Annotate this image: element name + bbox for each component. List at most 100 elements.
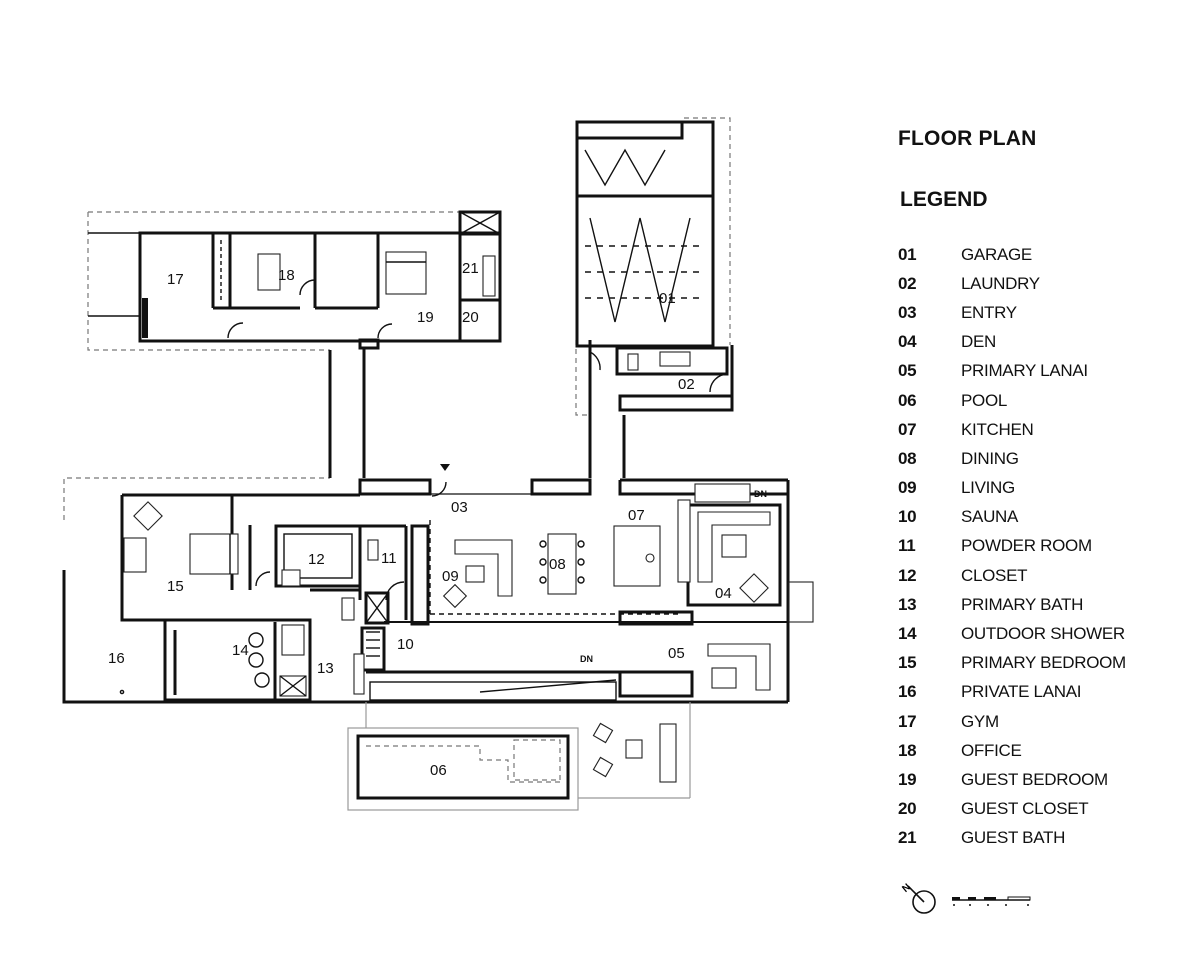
legend-number: 03 bbox=[898, 302, 917, 322]
room-label-12: 12 bbox=[308, 551, 325, 568]
legend-number: 15 bbox=[898, 653, 917, 673]
room-label-17: 17 bbox=[167, 271, 184, 288]
legend-item: 04 DEN bbox=[898, 328, 1126, 357]
legend-room-name: OUTDOOR SHOWER bbox=[961, 624, 1125, 644]
pool bbox=[347, 702, 691, 811]
legend-room-name: GUEST CLOSET bbox=[961, 799, 1089, 819]
legend-number: 10 bbox=[898, 507, 917, 527]
legend-item: 12 CLOSET bbox=[898, 561, 1126, 590]
legend-item: 08 DINING bbox=[898, 444, 1126, 473]
legend-number: 04 bbox=[898, 332, 917, 352]
legend-room-name: LAUNDRY bbox=[961, 273, 1040, 293]
room-label-15: 15 bbox=[167, 578, 184, 595]
room-label-11: 11 bbox=[381, 550, 397, 567]
legend-number: 16 bbox=[898, 682, 917, 702]
scale-bar-icon bbox=[952, 896, 1031, 906]
stair-down-label-lanai: DN bbox=[580, 654, 593, 664]
legend-panel: FLOOR PLAN LEGEND 01 GARAGE 02 LAUNDRY 03 E… bbox=[898, 0, 1188, 974]
legend-item: 16 PRIVATE LANAI bbox=[898, 678, 1126, 707]
room-label-20: 20 bbox=[462, 309, 479, 326]
legend-item: 10 SAUNA bbox=[898, 503, 1126, 532]
legend-number: 13 bbox=[898, 594, 917, 614]
room-label-19: 19 bbox=[417, 309, 434, 326]
legend-room-name: PRIMARY BEDROOM bbox=[961, 653, 1126, 673]
legend-room-name: PRIMARY LANAI bbox=[961, 361, 1088, 381]
room-label-21: 21 bbox=[462, 260, 479, 277]
stair-down-label-kitchen: DN bbox=[754, 489, 767, 499]
legend-room-name: DINING bbox=[961, 448, 1019, 468]
legend-item: 09 LIVING bbox=[898, 474, 1126, 503]
legend-room-name: LIVING bbox=[961, 478, 1015, 498]
legend-room-name: GUEST BATH bbox=[961, 828, 1066, 848]
legend-room-name: PRIVATE LANAI bbox=[961, 682, 1082, 702]
legend-item: 06 POOL bbox=[898, 386, 1126, 415]
legend-room-name: CLOSET bbox=[961, 565, 1028, 585]
garage-block bbox=[575, 120, 734, 412]
legend-number: 05 bbox=[898, 361, 917, 381]
legend-item: 01 GARAGE bbox=[898, 240, 1126, 269]
legend-room-name: GYM bbox=[961, 711, 999, 731]
breezeway bbox=[328, 340, 626, 478]
legend-item: 19 GUEST BEDROOM bbox=[898, 765, 1126, 794]
legend-item: 05 PRIMARY LANAI bbox=[898, 357, 1126, 386]
room-label-07: 07 bbox=[628, 507, 645, 524]
legend-number: 20 bbox=[898, 799, 917, 819]
room-label-10: 10 bbox=[397, 636, 414, 653]
legend-room-name: SAUNA bbox=[961, 507, 1019, 527]
legend-number: 09 bbox=[898, 478, 917, 498]
room-labels: 01 02 03 04 05 06 07 08 09 10 11 12 13 1… bbox=[108, 260, 767, 779]
legend-number: 21 bbox=[898, 828, 917, 848]
legend-room-name: GUEST BEDROOM bbox=[961, 769, 1108, 789]
legend-item: 15 PRIMARY BEDROOM bbox=[898, 649, 1126, 678]
legend-room-name: OFFICE bbox=[961, 740, 1022, 760]
floor-plan-drawing: 01 02 03 04 05 06 07 08 09 10 11 12 13 1… bbox=[62, 117, 814, 811]
room-label-05: 05 bbox=[668, 645, 685, 662]
legend-number: 19 bbox=[898, 769, 917, 789]
legend-room-name: DEN bbox=[961, 332, 996, 352]
guest-wing bbox=[88, 210, 502, 350]
room-label-02: 02 bbox=[678, 376, 695, 393]
legend-number: 12 bbox=[898, 565, 917, 585]
room-label-04: 04 bbox=[715, 585, 732, 602]
roof-overhang-lines bbox=[63, 117, 731, 520]
legend-item: 14 OUTDOOR SHOWER bbox=[898, 619, 1126, 648]
main-house bbox=[62, 464, 814, 704]
legend-number: 18 bbox=[898, 740, 917, 760]
legend-item: 11 POWDER ROOM bbox=[898, 532, 1126, 561]
legend-number: 01 bbox=[898, 244, 917, 264]
legend-item: 03 ENTRY bbox=[898, 298, 1126, 327]
page-title: FLOOR PLAN bbox=[898, 127, 1037, 150]
room-label-14: 14 bbox=[232, 642, 249, 659]
legend-item: 02 LAUNDRY bbox=[898, 269, 1126, 298]
legend-room-name: GARAGE bbox=[961, 244, 1032, 264]
legend-item: 17 GYM bbox=[898, 707, 1126, 736]
legend-number: 17 bbox=[898, 711, 917, 731]
legend-number: 02 bbox=[898, 273, 917, 293]
legend-number: 07 bbox=[898, 419, 917, 439]
room-label-01: 01 bbox=[659, 290, 676, 307]
legend-title: LEGEND bbox=[900, 188, 988, 211]
legend-number: 14 bbox=[898, 624, 917, 644]
legend-item: 18 OFFICE bbox=[898, 736, 1126, 765]
legend-room-name: POWDER ROOM bbox=[961, 536, 1092, 556]
room-label-09: 09 bbox=[442, 568, 459, 585]
legend-room-name: POOL bbox=[961, 390, 1008, 410]
legend-room-name: KITCHEN bbox=[961, 419, 1034, 439]
legend-number: 08 bbox=[898, 448, 917, 468]
legend-item: 07 KITCHEN bbox=[898, 415, 1126, 444]
legend-room-name: ENTRY bbox=[961, 302, 1017, 322]
room-label-16: 16 bbox=[108, 650, 125, 667]
legend-room-name: PRIMARY BATH bbox=[961, 594, 1084, 614]
room-label-06: 06 bbox=[430, 762, 447, 779]
north-arrow-icon: N bbox=[900, 882, 936, 914]
room-label-13: 13 bbox=[317, 660, 334, 677]
north-label: N bbox=[900, 882, 913, 895]
legend-item: 20 GUEST CLOSET bbox=[898, 795, 1126, 824]
room-label-08: 08 bbox=[549, 556, 566, 573]
legend-number: 11 bbox=[898, 536, 916, 556]
legend-number: 06 bbox=[898, 390, 917, 410]
legend-item: 21 GUEST BATH bbox=[898, 824, 1126, 853]
room-label-03: 03 bbox=[451, 499, 468, 516]
legend-item: 13 PRIMARY BATH bbox=[898, 590, 1126, 619]
